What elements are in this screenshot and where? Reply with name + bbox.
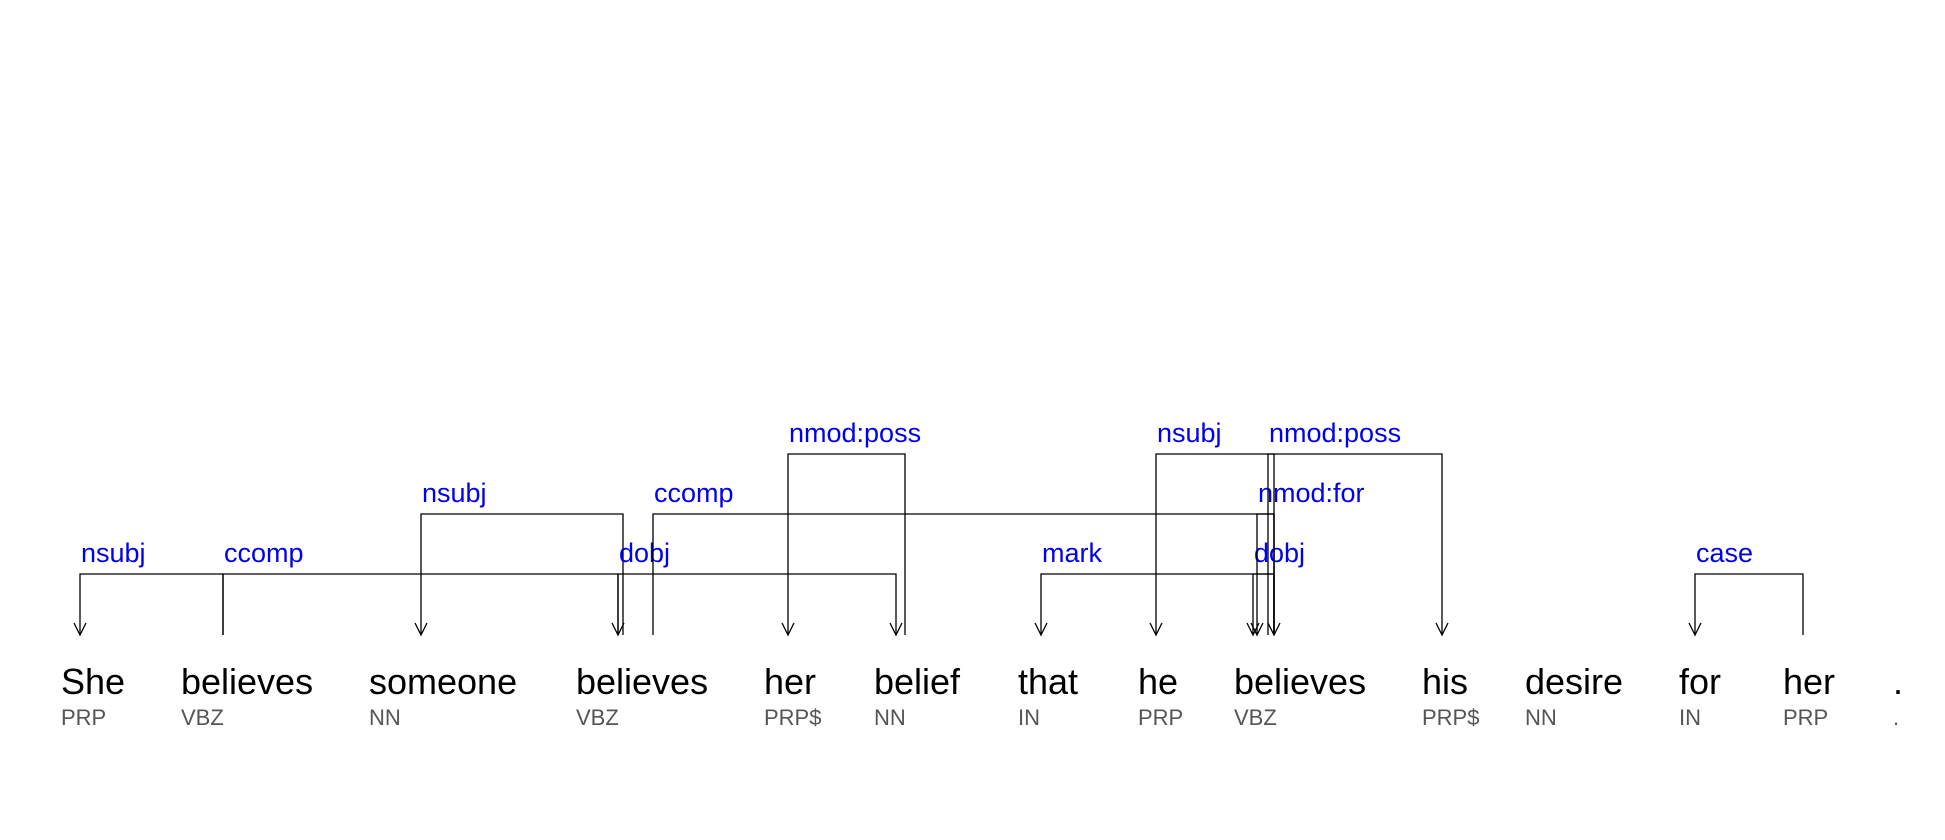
dependency-arcs: nsubj ccomp nsubj dobj ccomp nmod:poss mark nsu… (73, 418, 1804, 637)
arc-label: nsubj (1157, 418, 1222, 448)
token-pos-tag: PRP (1138, 705, 1183, 730)
token-pos-tag: PRP (61, 705, 106, 730)
token-word: someone (369, 661, 517, 702)
arc-arrowhead (1435, 622, 1449, 637)
arc-label: dobj (1254, 538, 1305, 568)
token-pos-tag: VBZ (576, 705, 619, 730)
arc-label: nmod:poss (1269, 418, 1401, 448)
token-pos-tag: PRP$ (1422, 705, 1479, 730)
token-word: her (764, 661, 816, 702)
token-pos-tag: NN (1525, 705, 1557, 730)
token-word: his (1422, 661, 1468, 702)
token-pos-tag: PRP$ (764, 705, 821, 730)
arc-line (79, 573, 224, 635)
token-pos-tag: . (1893, 705, 1899, 730)
arc-label: mark (1042, 538, 1102, 568)
arc-label: nsubj (422, 478, 487, 508)
token-word: that (1018, 661, 1078, 702)
token-pos-tag: IN (1679, 705, 1701, 730)
arc-label: ccomp (224, 538, 304, 568)
arc-line (1694, 573, 1804, 635)
token-pos-tag: VBZ (1234, 705, 1277, 730)
arc-arrowhead (889, 622, 903, 637)
arc-arrowhead (1688, 622, 1702, 637)
arc-arrowhead (781, 622, 795, 637)
arc-line (617, 573, 897, 635)
token-word: desire (1525, 661, 1623, 702)
token-word: believes (181, 661, 313, 702)
arc-label: nsubj (81, 538, 146, 568)
arc-label: nmod:for (1258, 478, 1365, 508)
arc-arrowhead (414, 622, 428, 637)
arc-arrowhead (1250, 622, 1264, 637)
token-pos-tag: NN (369, 705, 401, 730)
token-word: her (1783, 661, 1835, 702)
token-word: believes (576, 661, 708, 702)
arc-label: ccomp (654, 478, 734, 508)
arc-arrowhead (73, 622, 87, 637)
arc-arrowhead (1149, 622, 1163, 637)
token-word: for (1679, 661, 1721, 702)
arc-line (1252, 573, 1275, 635)
arc-line (1040, 573, 1275, 635)
token-pos-tag: PRP (1783, 705, 1828, 730)
token-pos-tag: NN (874, 705, 906, 730)
arc-line (1256, 513, 1275, 635)
token-pos-tag: IN (1018, 705, 1040, 730)
arc-label: nmod:poss (789, 418, 921, 448)
arc-line (787, 453, 906, 635)
arc-label: case (1696, 538, 1753, 568)
token-pos-tag: VBZ (181, 705, 224, 730)
token-word: She (61, 661, 125, 702)
token-word: . (1893, 661, 1903, 702)
token-word: belief (874, 661, 961, 702)
token-word: believes (1234, 661, 1366, 702)
arc-line (1267, 453, 1443, 635)
token-word: he (1138, 661, 1178, 702)
arc-label: dobj (619, 538, 670, 568)
arc-arrowhead (1034, 622, 1048, 637)
